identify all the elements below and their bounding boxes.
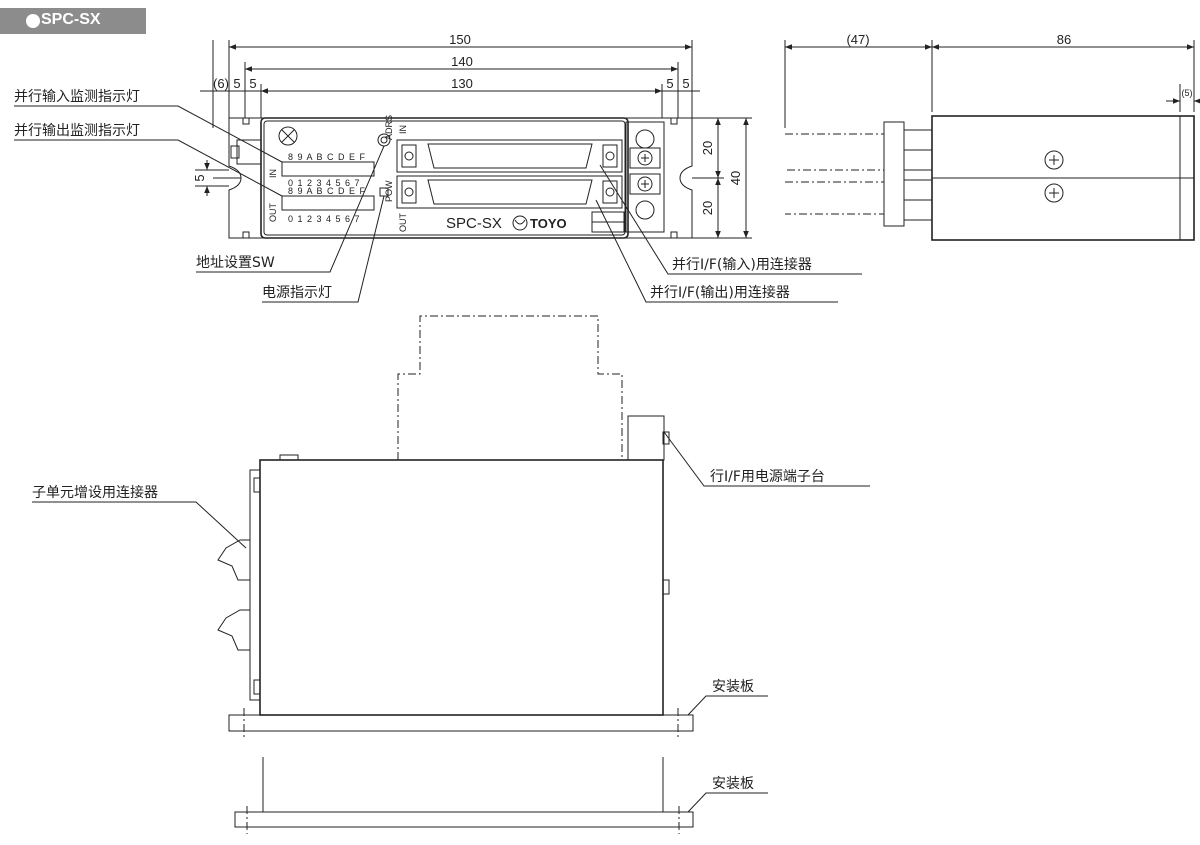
drawing-title: SPC-SX [41, 11, 101, 28]
side-screw-icon [1044, 183, 1064, 203]
dim-5-b: 5 [249, 76, 256, 91]
label-mount-plate-2: 安装板 [712, 776, 754, 792]
label-parallel-in-led: 并行输入监测指示灯 [14, 89, 140, 105]
side-view: (47) 86 (5) [784, 32, 1200, 241]
screw-icon [278, 126, 298, 146]
adrs-label: ADRS [384, 115, 394, 140]
dim-20-a: 20 [700, 141, 715, 155]
out-led-strip [281, 195, 375, 211]
dim-5-side: (5) [1182, 88, 1193, 98]
dim-6: (6) [213, 76, 229, 91]
dim-130: 130 [451, 76, 473, 91]
top-view-callouts: 行I/F用电源端子台 子单元增设用连接器 安装板 安装板 [32, 431, 870, 813]
brand-label: TOYO [530, 216, 567, 231]
terminal-block [625, 121, 665, 233]
terminal-screw-icon [637, 150, 653, 166]
front-view: 5 IN 8 9 A B C D E F 0 1 2 3 4 5 6 7 OUT… [192, 115, 693, 239]
in-connector-label: IN [398, 125, 408, 134]
out-led-labels-top: 8 9 A B C D E F [288, 186, 366, 196]
dim-40: 40 [728, 171, 743, 185]
in-led-strip [281, 161, 375, 177]
model-label: SPC-SX [446, 215, 502, 232]
label-mount-plate-1: 安装板 [712, 679, 754, 695]
label-power-terminal: 行I/F用电源端子台 [710, 469, 825, 485]
out-led-labels-bottom: 0 1 2 3 4 5 6 7 [288, 214, 361, 224]
label-address-sw: 地址设置SW [196, 255, 275, 271]
out-connector-label: OUT [398, 213, 408, 233]
dim-5-d: 5 [682, 76, 689, 91]
side-screw-icon [1044, 150, 1064, 170]
label-parallel-out-led: 并行输出监测指示灯 [14, 123, 140, 139]
dim-86: 86 [1057, 32, 1071, 47]
label-parallel-out-connector: 并行I/F(输出)用连接器 [650, 284, 790, 301]
in-led-labels-top: 8 9 A B C D E F [288, 152, 366, 162]
top-dimensions: 150 140 130 (6) 5 5 5 5 [200, 32, 700, 128]
dim-5-vertical: 5 [192, 174, 207, 181]
top-view [217, 315, 694, 834]
label-expansion-connector: 子单元增设用连接器 [32, 484, 158, 501]
terminal-screw-icon [637, 176, 653, 192]
dim-47: (47) [846, 32, 869, 47]
toyo-logo-icon [512, 215, 528, 231]
front-right-dimensions: 20 20 40 [692, 117, 752, 239]
out-panel-label: OUT [268, 203, 278, 223]
front-callouts: 并行输入监测指示灯 并行输出监测指示灯 地址设置SW 电源指示灯 并行I/F(输… [14, 89, 862, 303]
label-parallel-in-connector: 并行I/F(输入)用连接器 [672, 256, 812, 273]
out-connector [396, 175, 623, 209]
in-led-labels-bottom: 0 1 2 3 4 5 6 7 [288, 178, 361, 188]
dim-140: 140 [451, 54, 473, 69]
title-bar: SPC-SX [0, 8, 146, 34]
pow-label: POW [384, 180, 394, 202]
label-power-led: 电源指示灯 [262, 285, 332, 301]
dim-20-b: 20 [700, 201, 715, 215]
dim-150: 150 [449, 32, 471, 47]
in-connector [396, 139, 623, 173]
dim-5-a: 5 [233, 76, 240, 91]
in-panel-label: IN [268, 169, 278, 178]
bullet-icon [26, 14, 40, 28]
dim-5-c: 5 [666, 76, 673, 91]
